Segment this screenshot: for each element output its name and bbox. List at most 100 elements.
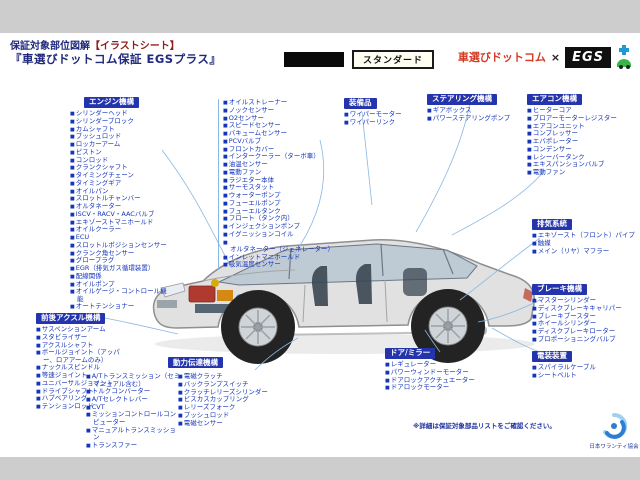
part-item: クランク角センサー [70, 249, 172, 258]
part-item: ユニバーサルジョイント [36, 379, 128, 388]
part-item: トランスファー [86, 441, 181, 450]
egs-plus-car-icon [617, 45, 631, 69]
part-item: インジェクションポンプ [223, 222, 332, 231]
part-item: エバポレーター [527, 137, 635, 146]
footer-note: ※詳細は保証対象部品リストをご確認ください。 [413, 422, 556, 430]
part-item: スロットルチャンバー [70, 195, 172, 203]
part-item: エキゾーストマニホールド [70, 218, 172, 227]
part-item: ドアロックモーター [385, 384, 497, 392]
group-aircon-items: ヒーターコアブロアーモーターレジスターエアコンユニットコンプレッサーエバポレータ… [527, 106, 635, 177]
part-item: オルタネーター [70, 202, 172, 211]
part-item: ロッカーアーム [70, 140, 172, 149]
part-item: オイルポンプ [70, 280, 172, 289]
group-door-mirror-title: ドア/ミラー [385, 347, 436, 359]
doc-title: 保証対象部位図解【イラストシート】 [10, 37, 180, 52]
part-item: ドアロックアクチュエーター [385, 376, 497, 385]
group-equipment-items: ワイパーモーターワイパーリンク [344, 110, 440, 127]
part-item: 電動ファン [223, 168, 332, 177]
part-item: 触媒 [532, 239, 636, 248]
part-item: ディスクブレーキローター [532, 327, 636, 336]
part-item: コンロッド [70, 156, 172, 165]
part-item: ISCV・RACV・AACバルブ [70, 210, 172, 219]
part-item: アクスルシャフト [36, 341, 128, 350]
warranty-association-icon [603, 412, 628, 439]
part-item: マスターシリンダー [532, 296, 636, 305]
part-item: シリンダーヘッド [70, 109, 172, 118]
front-wheel [221, 290, 295, 364]
part-item: ヒーターコア [527, 106, 635, 115]
part-item: スタビライザー [36, 333, 128, 342]
part-item: プッシュロッド [178, 411, 286, 420]
part-item: ミッションコントロールコンピューター [86, 411, 181, 426]
part-item: インタークーラー（ターボ車） [223, 153, 332, 161]
part-item: コンプレッサー [527, 130, 635, 138]
part-item: クラッチレリーズシリンダー [178, 388, 286, 397]
association-label: 日本ワランティ協会 [589, 444, 639, 450]
group-exhaust: 排気系統 エキゾースト（フロント）パイプ触媒メイン（リヤ）マフラー [532, 211, 636, 255]
part-item: パワーウィンドーモーター [385, 368, 497, 377]
group-engine-title: エンジン機構 [84, 96, 139, 108]
group-brake-title: ブレーキ機構 [532, 283, 587, 295]
part-item: ワイパーリンク [344, 118, 440, 127]
part-item: ピストン [70, 148, 172, 157]
part-item: テンションロッド [36, 403, 128, 411]
group-electric-items: スパイラルケーブルシートベルト [532, 363, 632, 380]
multiply-sign: × [550, 50, 561, 64]
part-item: メイン（リヤ）マフラー [532, 247, 636, 256]
part-item: コンデンサー [527, 145, 635, 154]
part-item: 電磁クラッチ [178, 372, 286, 381]
group-aircon: エアコン機構 ヒーターコアブロアーモーターレジスターエアコンユニットコンプレッサ… [527, 86, 635, 177]
part-item: ワイパーモーター [344, 110, 440, 119]
part-item: プロポーショニングバルブ [532, 335, 636, 344]
part-item: スロットルポジションセンサー [70, 241, 172, 250]
part-item: バックランプスイッチ [178, 380, 286, 389]
plan-badge: スタンダード [352, 50, 435, 69]
part-item: 等速ジョイント [36, 372, 128, 380]
group-brake: ブレーキ機構 マスターシリンダーディスクブレーキキャリパーブレーキブースターホイ… [532, 276, 636, 344]
part-item: オイルクーラー [70, 226, 172, 234]
group-powertrain-title: 動力伝達機構 [168, 357, 223, 369]
part-item: レシーバータンク [527, 153, 635, 162]
association-mark: 日本ワランティ協会 [586, 412, 640, 450]
part-item: クランクシャフト [70, 164, 172, 172]
group-engine: エンジン機構 シリンダーヘッドシリンダーブロックカムシャフトプッシュロッドロッカ… [70, 89, 172, 311]
part-item: フューエルタンク [223, 207, 332, 216]
part-item: サーモスタット [223, 184, 332, 192]
part-item: 油温センサー [223, 160, 332, 169]
group-steering-title: ステアリング機構 [427, 93, 497, 105]
group-exhaust-items: エキゾースト（フロント）パイプ触媒メイン（リヤ）マフラー [532, 231, 636, 256]
part-item: ラジエター本体 [223, 176, 332, 185]
group-steering-items: ギアボックスパワーステアリングポンプ [427, 106, 537, 123]
part-item: レリーズフォーク [178, 403, 286, 412]
egs-logo: EGS [565, 46, 611, 68]
part-item: オイルパン [70, 187, 172, 196]
group-engine-col2-list: オイルストレーナーノックセンサーO2センサースピードセンサーバキュームセンサーP… [218, 98, 334, 270]
part-item: エアコンユニット [527, 122, 635, 131]
part-item: オイルゲージ・コントロール機能 [70, 287, 172, 303]
top-gray-band [0, 0, 640, 33]
part-item: シートベルト [532, 371, 632, 380]
part-item: プッシュロッド [70, 133, 172, 141]
kurumaerabi-logo: 車選びドットコム [457, 51, 546, 64]
part-item: スピードセンサー [223, 122, 332, 130]
brand-lockup: 車選びドットコム × EGS [458, 44, 632, 70]
doc-title-note: 【イラストシート】 [90, 41, 180, 52]
doc-title-text: 保証対象部位図解 [10, 41, 90, 52]
part-item: エキスパンションバルブ [527, 161, 635, 169]
part-item: インレットマニホールド [223, 253, 332, 262]
part-item: ビスカスカップリング [178, 396, 286, 404]
part-item: パワーステアリングポンプ [427, 114, 537, 123]
part-item: ディスクブレーキキャリパー [532, 304, 636, 313]
product-title: 『車選びドットコム保証 EGSプラス』 [10, 52, 222, 66]
part-item: オルタネーター（ジェネレーター） [223, 239, 334, 254]
part-item: オートテンショナー [70, 303, 172, 311]
part-item: ノックセンサー [223, 106, 332, 115]
seats [311, 264, 427, 306]
group-door-mirror: ドア/ミラー レギュレーターパワーウィンドーモータードアロックアクチュエータード… [385, 340, 497, 392]
group-brake-items: マスターシリンダーディスクブレーキキャリパーブレーキブースターホイールシリンダー… [532, 296, 636, 344]
group-axle-items: サスペンションアームスタビライザーアクスルシャフトボールジョイント（アッパー、ロ… [36, 325, 128, 411]
group-axle: 前後アクスル機構 サスペンションアームスタビライザーアクスルシャフトボールジョイ… [36, 305, 128, 411]
group-engine-items-col2: オイルストレーナーノックセンサーO2センサースピードセンサーバキュームセンサーP… [218, 97, 334, 270]
part-item: EGR（排気ガス循環装置） [70, 264, 172, 273]
